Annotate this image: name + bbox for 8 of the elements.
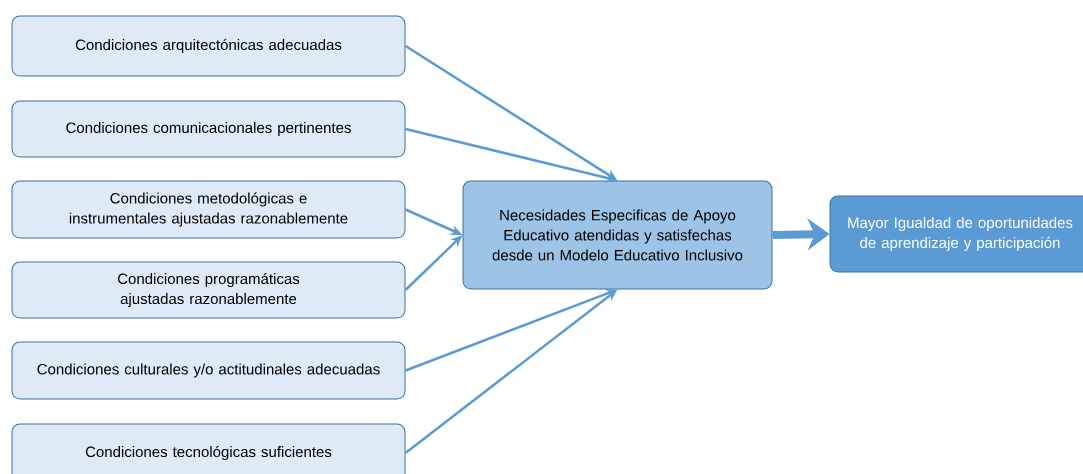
process-box: Necesidades Especificas de Apoyo Educativo atendidas y satisfechas desde un Modelo Educativo Inclusivo bbox=[462, 180, 773, 290]
condition-box: Condiciones arquitectónicas adecuadas bbox=[11, 15, 406, 77]
condition-box: Condiciones comunicacionales pertinentes bbox=[11, 100, 406, 158]
condition-box: Condiciones metodológicas e instrumentales ajustadas razonablemente bbox=[11, 180, 406, 239]
result-box: Mayor Igualdad de oportunidades de aprendizaje y participación bbox=[829, 195, 1083, 273]
condition-box: Condiciones programáticas ajustadas razonablemente bbox=[11, 261, 406, 319]
condition-box: Condiciones culturales y/o actitudinales adecuadas bbox=[11, 341, 406, 400]
condition-box: Condiciones tecnológicas suficientes bbox=[11, 423, 406, 474]
